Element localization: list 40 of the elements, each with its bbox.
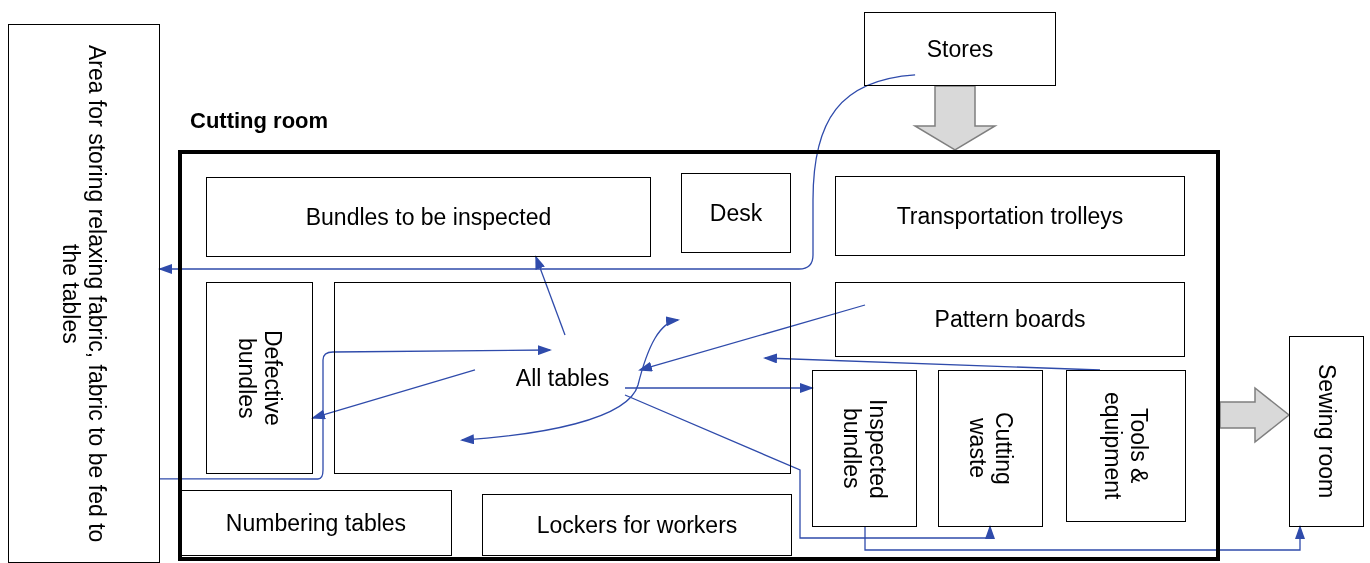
desk-box (681, 173, 791, 253)
zone-box (482, 494, 792, 556)
area-label: Numbering tables (225, 509, 407, 537)
arrow (763, 353, 1101, 371)
stores-box (864, 12, 1056, 86)
area-label: Transportation trolleys (896, 202, 1124, 230)
area-label: Area for storing relaxing fabric, fabric to be fed to the tables (57, 43, 111, 544)
tables-area (334, 282, 791, 474)
zone-box (938, 370, 1043, 527)
zone-box (812, 370, 917, 527)
arrow (638, 304, 866, 372)
area-label: Stores (926, 35, 994, 63)
arrow (624, 383, 814, 393)
zone-box (206, 282, 313, 474)
zone-box (835, 176, 1185, 256)
area-label: Defective bundles (233, 329, 286, 428)
block-arrow (1219, 386, 1291, 444)
zone-box (835, 282, 1185, 357)
zone-box (180, 490, 452, 556)
area-label: Desk (709, 199, 763, 227)
zone-box (206, 177, 651, 257)
area-label: Cutting waste (964, 411, 1017, 487)
area-label: Pattern boards (934, 306, 1086, 333)
arrow (311, 369, 476, 420)
room-box (1289, 336, 1364, 527)
area-label: Sewing room (1313, 364, 1340, 499)
area-label: Lockers for workers (536, 511, 738, 539)
arrow (535, 255, 566, 336)
storage-area (8, 24, 160, 563)
zone-box (1066, 370, 1186, 522)
arrow (159, 345, 552, 480)
area-label: Bundles to be inspected (305, 203, 552, 231)
arrow (158, 74, 916, 274)
block-arrow (912, 85, 998, 151)
area-label: Tools & equipment (1099, 391, 1153, 501)
room-title: Cutting room (190, 108, 329, 134)
area-label: Inspected bundles (838, 397, 891, 501)
arrow (624, 394, 995, 539)
arrow (864, 525, 1305, 551)
area-label: All tables (515, 364, 610, 392)
